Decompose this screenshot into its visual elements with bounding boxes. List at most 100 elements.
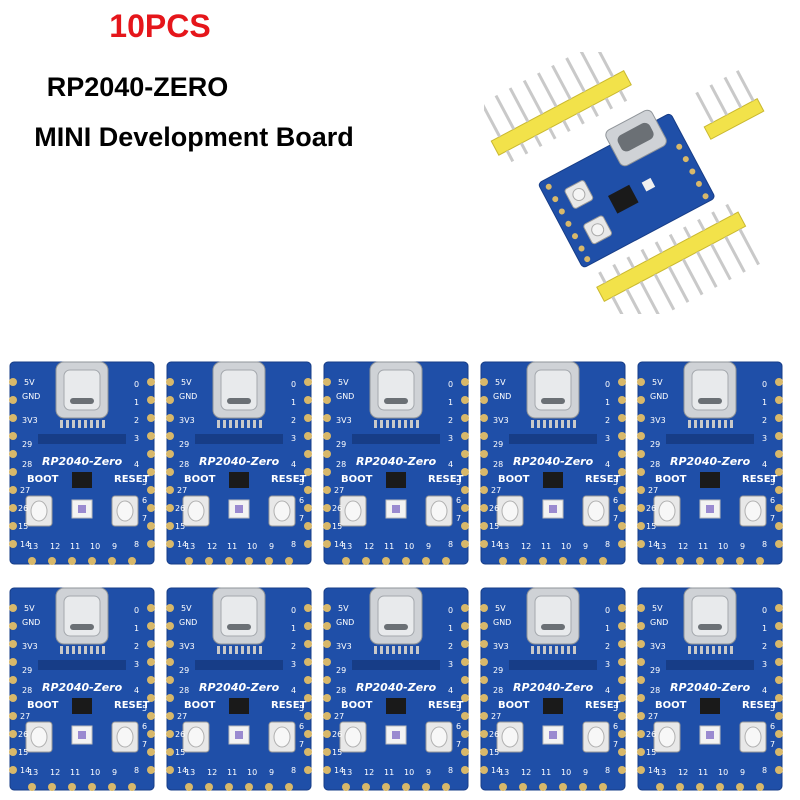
pin-label: GND bbox=[336, 392, 355, 401]
pin-label: 4 bbox=[448, 460, 454, 469]
product-subtitle: MINI Development Board bbox=[34, 122, 354, 152]
pin-label: 5 bbox=[299, 704, 305, 713]
pin-label: 14 bbox=[648, 766, 659, 775]
pin-label: 4 bbox=[762, 686, 768, 695]
boot-label: BOOT bbox=[184, 474, 216, 485]
pin-label: 28 bbox=[179, 686, 190, 695]
pin-label: 27 bbox=[491, 712, 502, 721]
pin-label: 27 bbox=[177, 712, 188, 721]
pin-label: 28 bbox=[22, 686, 33, 695]
rp2040-zero-board: RP2040-Zero BOOT RESET 5V GND 3V3 29 28 … bbox=[8, 586, 156, 792]
pin-label: 0 bbox=[291, 606, 297, 615]
quantity-title: 10PCS bbox=[109, 8, 211, 44]
boot-label: BOOT bbox=[498, 700, 530, 711]
board-pcb bbox=[323, 587, 469, 791]
pin-label: 0 bbox=[605, 606, 611, 615]
pin-label: 27 bbox=[648, 712, 659, 721]
pin-label: 0 bbox=[762, 380, 768, 389]
pin-label: 3V3 bbox=[650, 642, 666, 651]
pin-label: 14 bbox=[20, 766, 31, 775]
board-pcb bbox=[9, 361, 155, 565]
pin-label: 13 bbox=[185, 768, 196, 777]
board-silkscreen-title: RP2040-Zero bbox=[513, 681, 594, 694]
pin-label: 15 bbox=[18, 522, 29, 531]
pin-label: 3 bbox=[291, 434, 297, 443]
rp2040-zero-board: RP2040-Zero BOOT RESET 5V GND 3V3 29 28 … bbox=[479, 360, 627, 566]
pin-label: 12 bbox=[521, 768, 532, 777]
reset-label: RESET bbox=[271, 700, 307, 711]
pin-label: 5V bbox=[495, 378, 506, 387]
pin-label: 5 bbox=[456, 478, 462, 487]
pin-label: 11 bbox=[698, 768, 709, 777]
pin-label: 0 bbox=[605, 380, 611, 389]
rp2040-zero-board: RP2040-Zero BOOT RESET 5V GND 3V3 29 28 … bbox=[479, 586, 627, 792]
pin-label: 14 bbox=[334, 540, 345, 549]
pin-label: 26 bbox=[646, 504, 657, 513]
pin-label: 14 bbox=[334, 766, 345, 775]
pin-label: 11 bbox=[70, 768, 81, 777]
pin-label: 2 bbox=[291, 416, 297, 425]
pin-label: 5 bbox=[770, 478, 776, 487]
pin-label: 7 bbox=[142, 514, 148, 523]
pin-label: 0 bbox=[134, 606, 140, 615]
pin-label: 8 bbox=[134, 766, 140, 775]
pin-label: GND bbox=[493, 392, 512, 401]
pin-label: 7 bbox=[456, 740, 462, 749]
pin-label: 3V3 bbox=[336, 642, 352, 651]
pin-label: 11 bbox=[384, 542, 395, 551]
pin-label: 12 bbox=[521, 542, 532, 551]
pin-label: 10 bbox=[247, 542, 258, 551]
pin-label: 4 bbox=[134, 686, 140, 695]
pin-label: 9 bbox=[112, 768, 118, 777]
pin-label: 3V3 bbox=[493, 642, 509, 651]
pin-label: 7 bbox=[456, 514, 462, 523]
board-silkscreen-title: RP2040-Zero bbox=[513, 455, 594, 468]
pin-label: 6 bbox=[299, 722, 305, 731]
pin-label: 9 bbox=[426, 768, 432, 777]
pin-label: 9 bbox=[269, 768, 275, 777]
pin-label: 3V3 bbox=[650, 416, 666, 425]
pin-label: 3V3 bbox=[179, 642, 195, 651]
pin-label: GND bbox=[22, 618, 41, 627]
pin-label: 29 bbox=[336, 440, 347, 449]
pin-label: 2 bbox=[134, 642, 140, 651]
pin-label: 5 bbox=[456, 704, 462, 713]
reset-label: RESET bbox=[585, 700, 621, 711]
pin-label: 3 bbox=[605, 434, 611, 443]
pin-label: 11 bbox=[541, 542, 552, 551]
pin-label: 13 bbox=[656, 768, 667, 777]
board-grid: RP2040-Zero BOOT RESET 5V GND 3V3 29 28 … bbox=[8, 360, 792, 791]
pin-label: 7 bbox=[613, 514, 619, 523]
pin-label: 0 bbox=[291, 380, 297, 389]
pin-label: 7 bbox=[299, 514, 305, 523]
pin-label: 3 bbox=[605, 660, 611, 669]
pin-label: 1 bbox=[605, 624, 611, 633]
rp2040-zero-board: RP2040-Zero BOOT RESET 5V GND 3V3 29 28 … bbox=[8, 360, 156, 566]
pin-label: 15 bbox=[646, 748, 657, 757]
board-silkscreen-title: RP2040-Zero bbox=[670, 681, 751, 694]
pin-label: 2 bbox=[762, 416, 768, 425]
pin-label: 7 bbox=[770, 514, 776, 523]
pin-label: 13 bbox=[342, 542, 353, 551]
reset-label: RESET bbox=[742, 474, 778, 485]
model-title: RP2040-ZERO bbox=[46, 72, 229, 102]
board-pcb bbox=[480, 587, 626, 791]
board-silkscreen-title: RP2040-Zero bbox=[356, 455, 437, 468]
pin-label: 29 bbox=[22, 666, 33, 675]
rp2040-zero-board: RP2040-Zero BOOT RESET 5V GND 3V3 29 28 … bbox=[322, 360, 470, 566]
pin-label: 13 bbox=[28, 542, 39, 551]
pin-label: 26 bbox=[175, 504, 186, 513]
pin-label: 11 bbox=[70, 542, 81, 551]
pin-label: 10 bbox=[90, 542, 101, 551]
pin-label: 8 bbox=[291, 540, 297, 549]
board-pcb bbox=[9, 587, 155, 791]
pin-label: 5V bbox=[181, 604, 192, 613]
pin-label: 14 bbox=[177, 540, 188, 549]
board-pcb bbox=[166, 587, 312, 791]
pin-label: 28 bbox=[179, 460, 190, 469]
pin-label: 10 bbox=[90, 768, 101, 777]
pin-label: 1 bbox=[134, 624, 140, 633]
pin-label: 29 bbox=[179, 440, 190, 449]
pin-label: 3 bbox=[762, 660, 768, 669]
pin-label: 3V3 bbox=[179, 416, 195, 425]
